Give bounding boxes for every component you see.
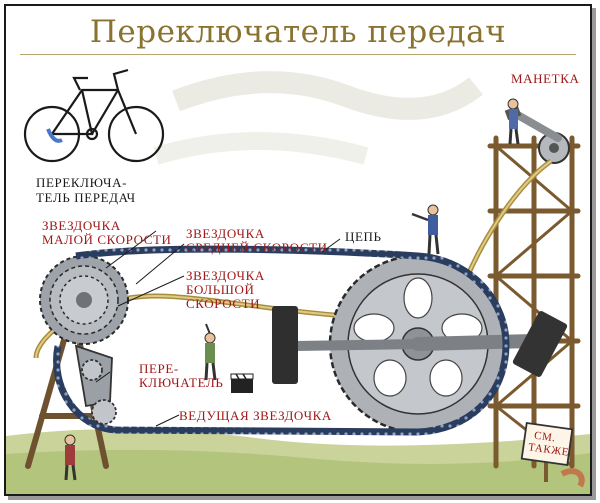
title-divider: [20, 54, 576, 55]
bicycle-icon: [23, 68, 165, 163]
label-bike-caption-2: ТЕЛЬ ПЕРЕДАЧ: [36, 190, 136, 205]
scaffold-tower: [487, 135, 581, 469]
background-landscape: [153, 71, 483, 165]
worker-on-chain: [411, 204, 440, 255]
label-leaders: [95, 230, 341, 427]
label-small-gear-1: ЗВЕЗДОЧКА: [42, 218, 121, 233]
illustration: [6, 68, 590, 494]
label-manetka: МАНЕТКА: [511, 71, 580, 86]
see-also-sign: [520, 421, 585, 488]
label-mid-gear-2: СРЕДНЕЙ СКОРОСТИ: [186, 240, 328, 255]
worker-hanging: [204, 323, 217, 381]
label-chainring: ВЕДУЩАЯ ЗВЕЗДОЧКА: [179, 408, 332, 423]
rear-cassette: [39, 255, 129, 345]
label-big-gear-3: СКОРОСТИ: [186, 296, 261, 311]
label-small-gear-2: МАЛОЙ СКОРОСТИ: [42, 232, 172, 247]
label-chain: ЦЕПЬ: [345, 229, 382, 244]
worker-on-tower: [507, 98, 520, 145]
crank-arm: [411, 311, 568, 377]
pedal-left: [272, 306, 423, 384]
chain: [53, 245, 510, 436]
diagram-title: Переключатель передач: [89, 14, 507, 50]
label-derailleur-1: ПЕРЕ-: [139, 361, 179, 376]
label-mid-gear-1: ЗВЕЗДОЧКА: [186, 226, 265, 241]
label-big-gear-2: БОЛЬШОЙ: [186, 282, 255, 297]
label-bike-caption-1: ПЕРЕКЛЮЧА-: [36, 175, 128, 190]
clapperboard-icon: [230, 373, 254, 393]
label-derailleur-2: КЛЮЧАТЕЛЬ: [139, 375, 224, 390]
rear-derailleur: [74, 344, 117, 425]
ground: [6, 428, 590, 494]
worker-ground: [64, 434, 77, 481]
label-big-gear-1: ЗВЕЗДОЧКА: [186, 268, 265, 283]
bicycle-derailleur-highlight: [46, 128, 63, 143]
diagram-frame: Переключатель передач: [4, 4, 592, 496]
